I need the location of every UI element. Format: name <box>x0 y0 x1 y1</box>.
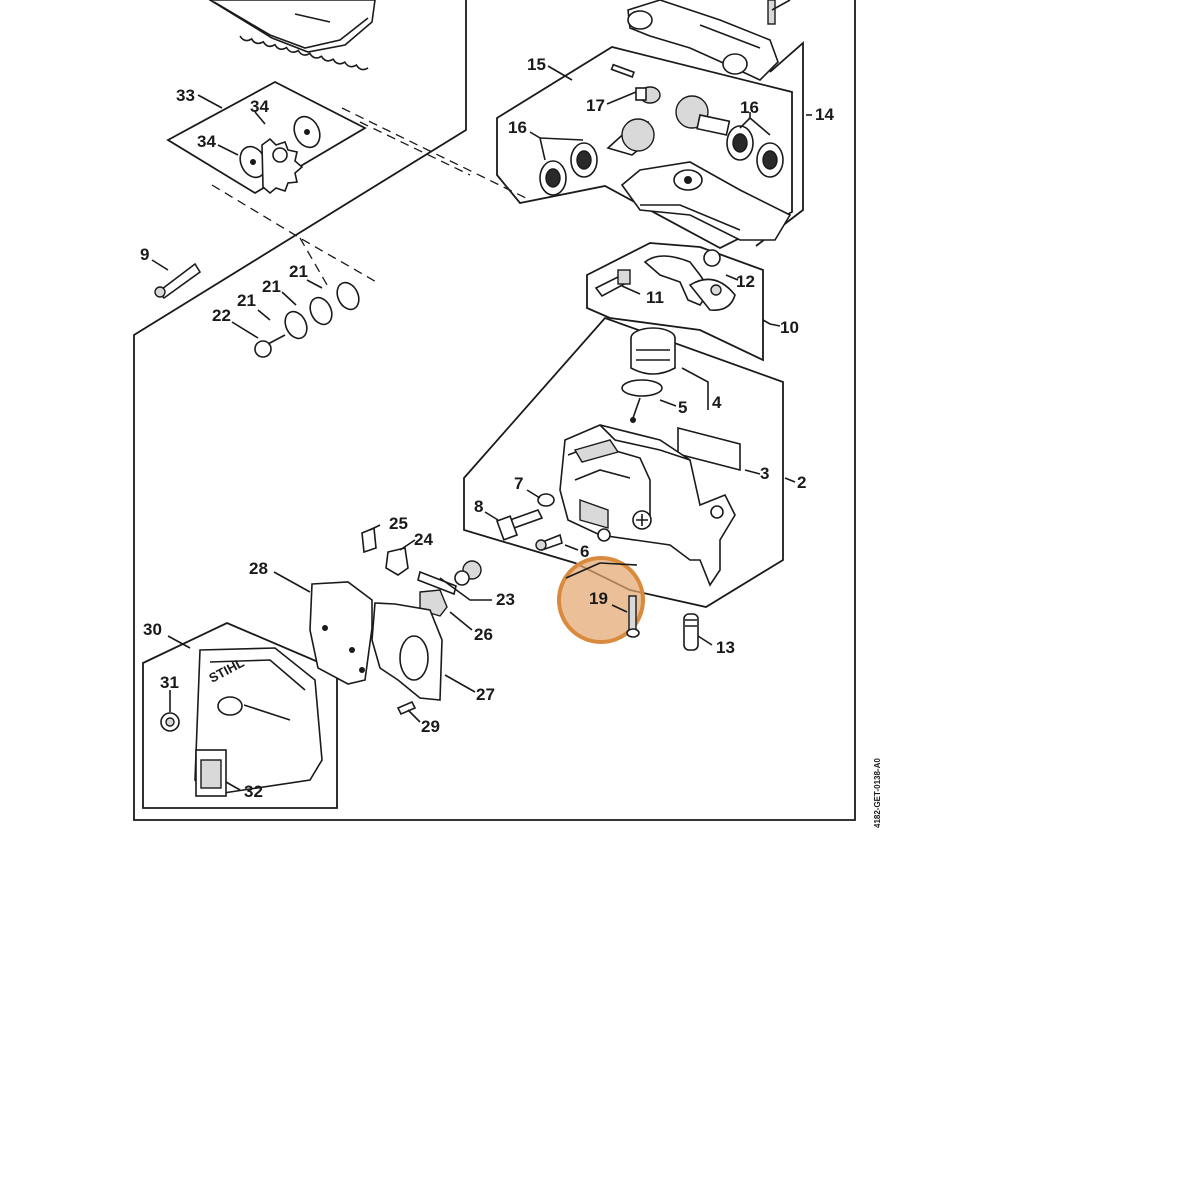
label-29: 29 <box>421 717 440 736</box>
label-10: 10 <box>780 318 799 337</box>
label-21-b: 21 <box>262 277 281 296</box>
label-33: 33 <box>176 86 195 105</box>
highlight-part-19[interactable] <box>557 556 645 644</box>
label-26: 26 <box>474 625 493 644</box>
bearing-right-2 <box>756 142 784 178</box>
chain-bar-fragment <box>208 0 376 71</box>
label-19: 19 <box>589 589 608 608</box>
label-2: 2 <box>797 473 806 492</box>
label-3: 3 <box>760 464 769 483</box>
part-labels: 2 3 4 5 6 7 8 9 10 11 12 13 14 15 16 16 … <box>140 55 834 801</box>
label-21-c: 21 <box>237 291 256 310</box>
label-16-left: 16 <box>508 118 527 137</box>
label-17: 17 <box>586 96 605 115</box>
oil-cap-group <box>621 327 676 423</box>
oil-pump-group <box>594 249 736 312</box>
label-5: 5 <box>678 398 687 417</box>
bearing-left-2 <box>570 142 598 178</box>
label-7: 7 <box>514 474 523 493</box>
drawing-code: 4182-GET-0138-A0 <box>873 758 882 828</box>
adjuster-13-and-screw-29 <box>396 613 699 716</box>
label-25: 25 <box>389 514 408 533</box>
label-9: 9 <box>140 245 149 264</box>
label-24: 24 <box>414 530 433 549</box>
label-leaders <box>151 65 812 791</box>
studs-and-washers <box>154 262 563 552</box>
label-12: 12 <box>736 272 755 291</box>
guide-plates <box>309 581 443 701</box>
label-31: 31 <box>160 673 179 692</box>
dashed-leaders <box>211 107 531 291</box>
sprocket-washer-group <box>239 115 321 195</box>
main-housing <box>559 424 736 587</box>
label-23: 23 <box>496 590 515 609</box>
label-15: 15 <box>527 55 546 74</box>
label-21-a: 21 <box>289 262 308 281</box>
label-8: 8 <box>474 497 483 516</box>
label-13: 13 <box>716 638 735 657</box>
gearbox-housing-top <box>620 0 792 241</box>
gear-bearing-set <box>539 63 784 196</box>
label-27: 27 <box>476 685 495 704</box>
label-14: 14 <box>815 105 834 124</box>
decal-plate <box>677 426 741 472</box>
label-32: 32 <box>244 782 263 801</box>
label-11: 11 <box>646 288 664 307</box>
bearing-right-1 <box>726 125 754 161</box>
bearing-left-1 <box>539 160 567 196</box>
label-34-bottom: 34 <box>197 132 216 151</box>
sprocket-cover: STIHL <box>160 647 323 797</box>
label-30: 30 <box>143 620 162 639</box>
label-28: 28 <box>249 559 268 578</box>
label-34-top: 34 <box>250 97 269 116</box>
label-6: 6 <box>580 542 589 561</box>
label-4: 4 <box>712 393 722 412</box>
label-16-right: 16 <box>740 98 759 117</box>
label-22: 22 <box>212 306 231 325</box>
